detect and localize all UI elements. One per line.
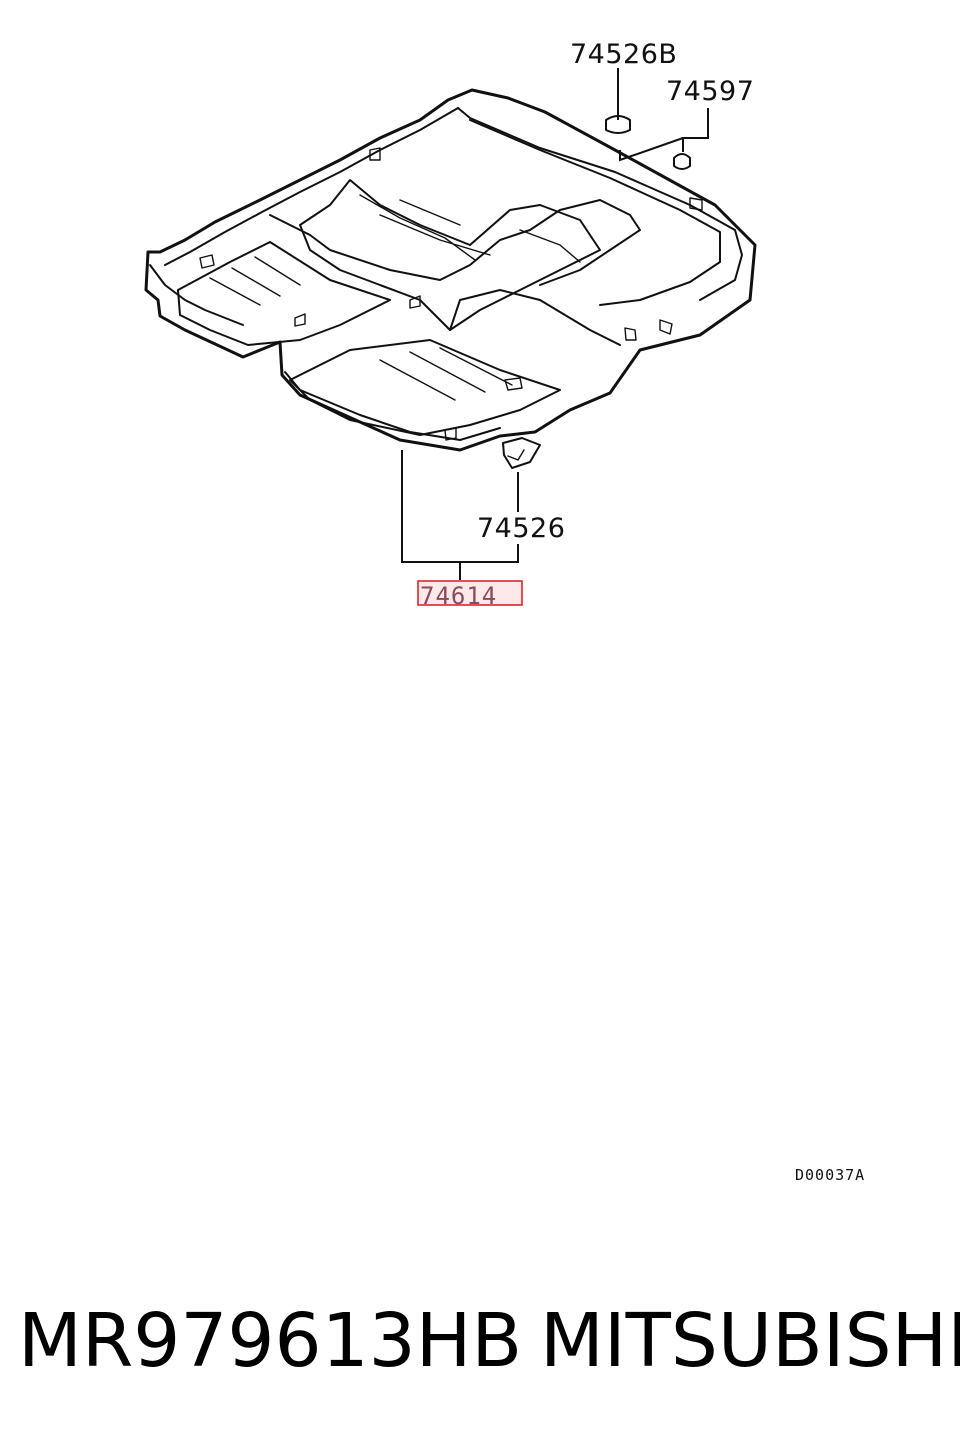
label-74526: 74526 [477, 513, 565, 544]
highlight-box[interactable] [417, 580, 523, 606]
footer-part-number: MR979613HB [18, 1298, 522, 1384]
clip-74526b-part [605, 115, 631, 134]
clip-74526-part [502, 437, 541, 469]
diagram-code: D00037A [795, 1166, 865, 1184]
leader-lines [401, 68, 709, 580]
label-74526b: 74526B [570, 39, 677, 70]
clip-74597-part [673, 153, 691, 170]
label-74597: 74597 [666, 76, 754, 107]
floor-carpet-drawing [144, 88, 757, 452]
label-74614[interactable]: 74614 [420, 582, 497, 610]
footer-brand: MITSUBISHI [540, 1298, 960, 1384]
